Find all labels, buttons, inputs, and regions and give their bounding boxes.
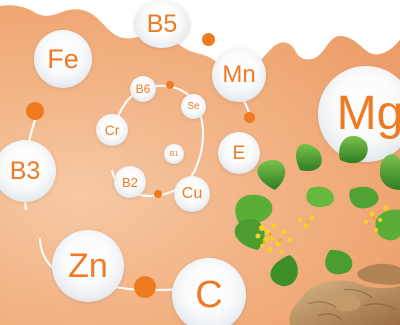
bubble-b5: B5 [134,0,190,48]
label-fe: Fe [47,43,79,74]
label-b1: B1 [169,150,179,158]
bubble-cu: Cu [174,176,210,212]
label-b6: B6 [135,82,151,96]
label-mn: Mn [222,61,256,88]
bubble-b6: B6 [130,76,156,102]
label-b3: B3 [9,156,41,185]
bubble-fe: Fe [34,30,92,88]
dot-6 [134,276,156,298]
bubble-e: E [218,132,260,174]
bubble-b3: B3 [0,140,56,202]
bubble-zn: Zn [52,230,124,302]
dot-5 [154,190,162,198]
label-e: E [232,142,246,164]
bubble-se: Se [181,94,206,119]
label-se: Se [187,100,200,112]
dot-4 [244,112,255,123]
label-b5: B5 [146,9,178,38]
bubble-b2: B2 [114,166,146,198]
dot-1 [202,33,215,46]
label-zn: Zn [68,247,108,285]
label-c: C [195,274,223,316]
dot-2 [26,102,44,120]
bubble-cr: Cr [96,114,128,146]
label-mg: Mg [336,87,400,140]
dot-3 [166,81,174,89]
label-cr: Cr [104,122,120,138]
bubble-mn: Mn [212,48,266,102]
label-b2: B2 [122,174,138,190]
label-cu: Cu [181,185,203,202]
bubble-c: C [172,258,246,325]
bubble-b1: B1 [164,144,184,164]
